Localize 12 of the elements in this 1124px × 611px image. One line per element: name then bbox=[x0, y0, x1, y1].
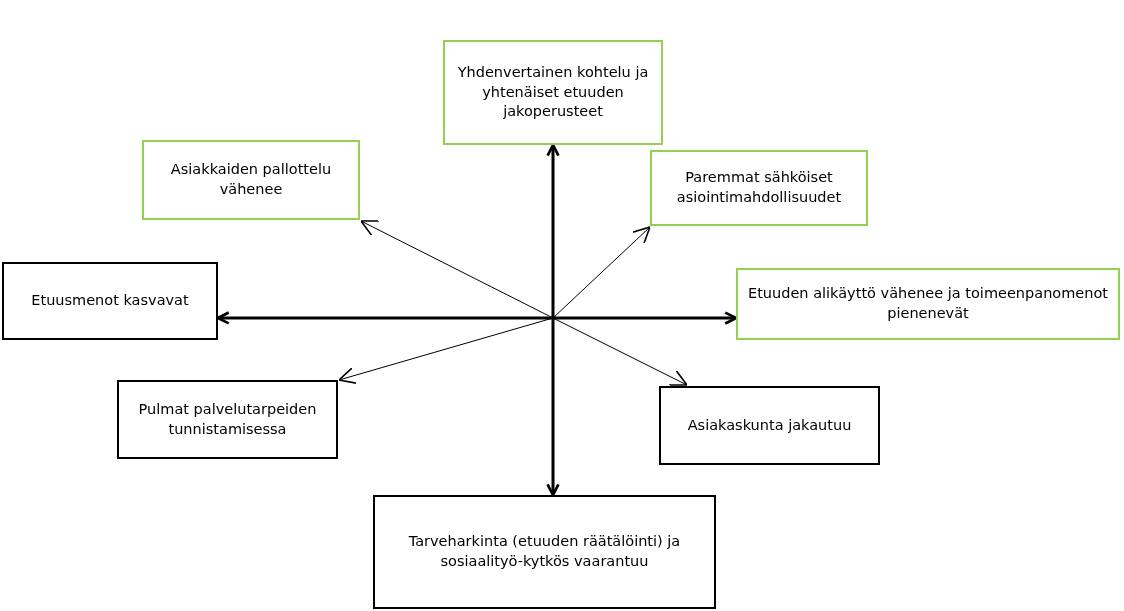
text-box: Asiakkaiden pallottelu vähenee bbox=[142, 140, 360, 220]
double-headed-arrow bbox=[338, 226, 651, 385]
double-headed-arrow bbox=[360, 220, 688, 386]
text-box: Etuuden alikäyttö vähenee ja toimeenpanomenot pienenevät bbox=[736, 268, 1120, 340]
text-box: Tarveharkinta (etuuden räätälöinti) ja sosiaalityö-kytkös vaarantuu bbox=[373, 495, 716, 609]
double-headed-arrow bbox=[217, 311, 737, 325]
text-box: Asiakaskunta jakautuu bbox=[659, 386, 880, 465]
text-box: Pulmat palvelutarpeiden tunnistamisessa bbox=[117, 380, 338, 459]
text-box: Etuusmenot kasvavat bbox=[2, 262, 218, 340]
double-headed-arrow bbox=[546, 144, 560, 496]
text-box: Yhdenvertainen kohtelu ja yhtenäiset etuuden jakoperusteet bbox=[443, 40, 663, 145]
text-box: Paremmat sähköiset asiointimahdollisuudet bbox=[650, 150, 868, 226]
